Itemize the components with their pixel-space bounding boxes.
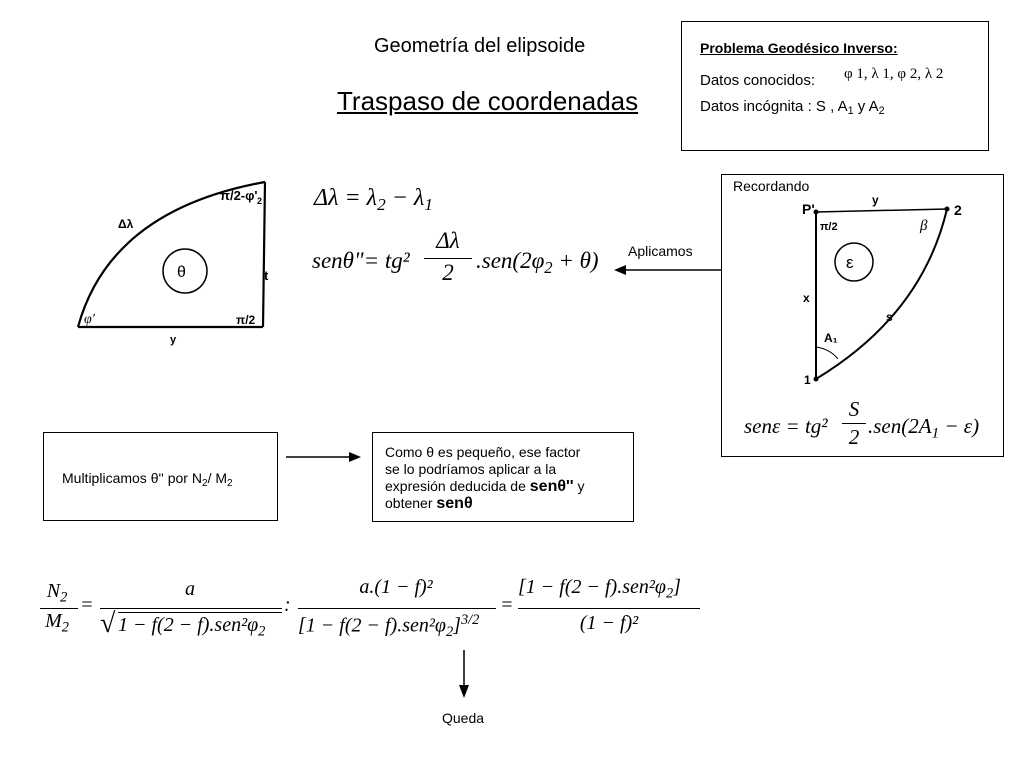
x-side-label: x [803,291,810,305]
queda-label: Queda [442,710,485,726]
known-label: Datos conocidos: [700,72,816,89]
phi-label: φ' [84,312,96,327]
multiplicamos-box: Multiplicamos θ'' por N2/ M2 [43,432,278,521]
known-values: φ 1, λ 1, φ 2, λ 2 [844,66,944,82]
recordando-formula: senε = tg² S 2 .sen(2A1 − ε) [744,397,980,449]
problem-box: Problema Geodésico Inverso: Datos conoci… [681,21,989,151]
beta-label: β [919,218,928,234]
recordando-title: Recordando [733,178,810,194]
multiplicamos-text: Multiplicamos θ'' por N2/ M2 [62,470,233,490]
y-label: y [170,334,177,346]
right-arrow [286,452,361,462]
arc-label: Δλ [118,217,134,231]
p-label: P' [802,201,815,217]
aplicamos-arrow [614,265,722,275]
corner-label: π/2 [236,313,256,327]
epsilon-label: ε [846,253,854,272]
a1-label: A₁ [824,331,838,345]
pi2-label: π/2 [820,221,838,233]
theta-label: θ [177,264,186,281]
top-label: π/2-φ' [220,188,258,203]
t-label: t [264,268,269,283]
como-text: Como θ es pequeño, ese factor se lo podr… [385,444,585,512]
unknown-values: Datos incógnita : S , A1 y A2 [700,98,885,118]
problem-heading: Problema Geodésico Inverso: [700,40,898,56]
pt2-label: 2 [954,202,962,218]
como-box: Como θ es pequeño, ese factor se lo podr… [372,432,634,522]
page-title: Traspaso de coordenadas [337,86,639,116]
subtitle: Geometría del elipsoide [374,35,586,57]
n2-m2-formula: N2 M2 = a √ 1 − f(2 − f).sen²φ2 : a.(1 −… [40,572,720,652]
delta-lambda-equation: Δλ = λ2 − λ1 [314,185,433,215]
y-side-label: y [872,193,879,207]
top-sub: 2 [257,196,262,206]
recordando-box: Recordando P' y 2 π/2 β ε x s A₁ 1 senε … [721,174,1004,457]
pt1-label: 1 [804,373,811,387]
quadrant-diagram: Δλ π/2-φ' 2 θ t π/2 φ' y [76,180,269,346]
down-arrow [459,650,469,698]
aplicamos-label: Aplicamos [628,243,693,259]
triangle-diagram: P' y 2 π/2 β ε x s A₁ 1 [802,193,962,387]
s-side-label: s [886,310,893,324]
